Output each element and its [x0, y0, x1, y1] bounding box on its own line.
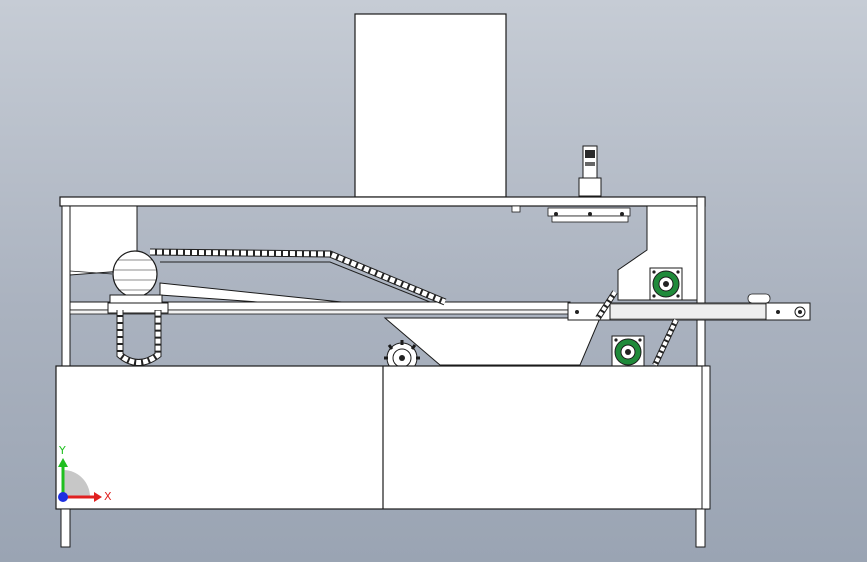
- bearing-lower: [611, 335, 645, 369]
- bearing-upper: [649, 267, 683, 301]
- leg-left: [60, 508, 71, 548]
- drive-motor: [69, 250, 169, 314]
- z-axis-dot: [58, 492, 68, 502]
- hopper-box: [354, 13, 507, 198]
- funnel-chute: [383, 317, 601, 366]
- chain-loop-left: [116, 310, 162, 366]
- x-axis-label: X: [104, 490, 112, 503]
- axis-triad: X Y: [58, 444, 112, 503]
- top-motor-unit: [578, 145, 602, 197]
- top-plate: [59, 196, 706, 207]
- leg-right: [695, 508, 706, 548]
- drive-chain-upper: [149, 248, 447, 306]
- cabinet-right-trim: [701, 365, 711, 510]
- drive-chain-right: [595, 290, 679, 367]
- lower-cabinet: [55, 365, 709, 510]
- y-axis-label: Y: [58, 444, 66, 457]
- frame-post-left: [61, 205, 71, 367]
- frame-post-right: [696, 196, 706, 368]
- top-brackets: [511, 205, 631, 223]
